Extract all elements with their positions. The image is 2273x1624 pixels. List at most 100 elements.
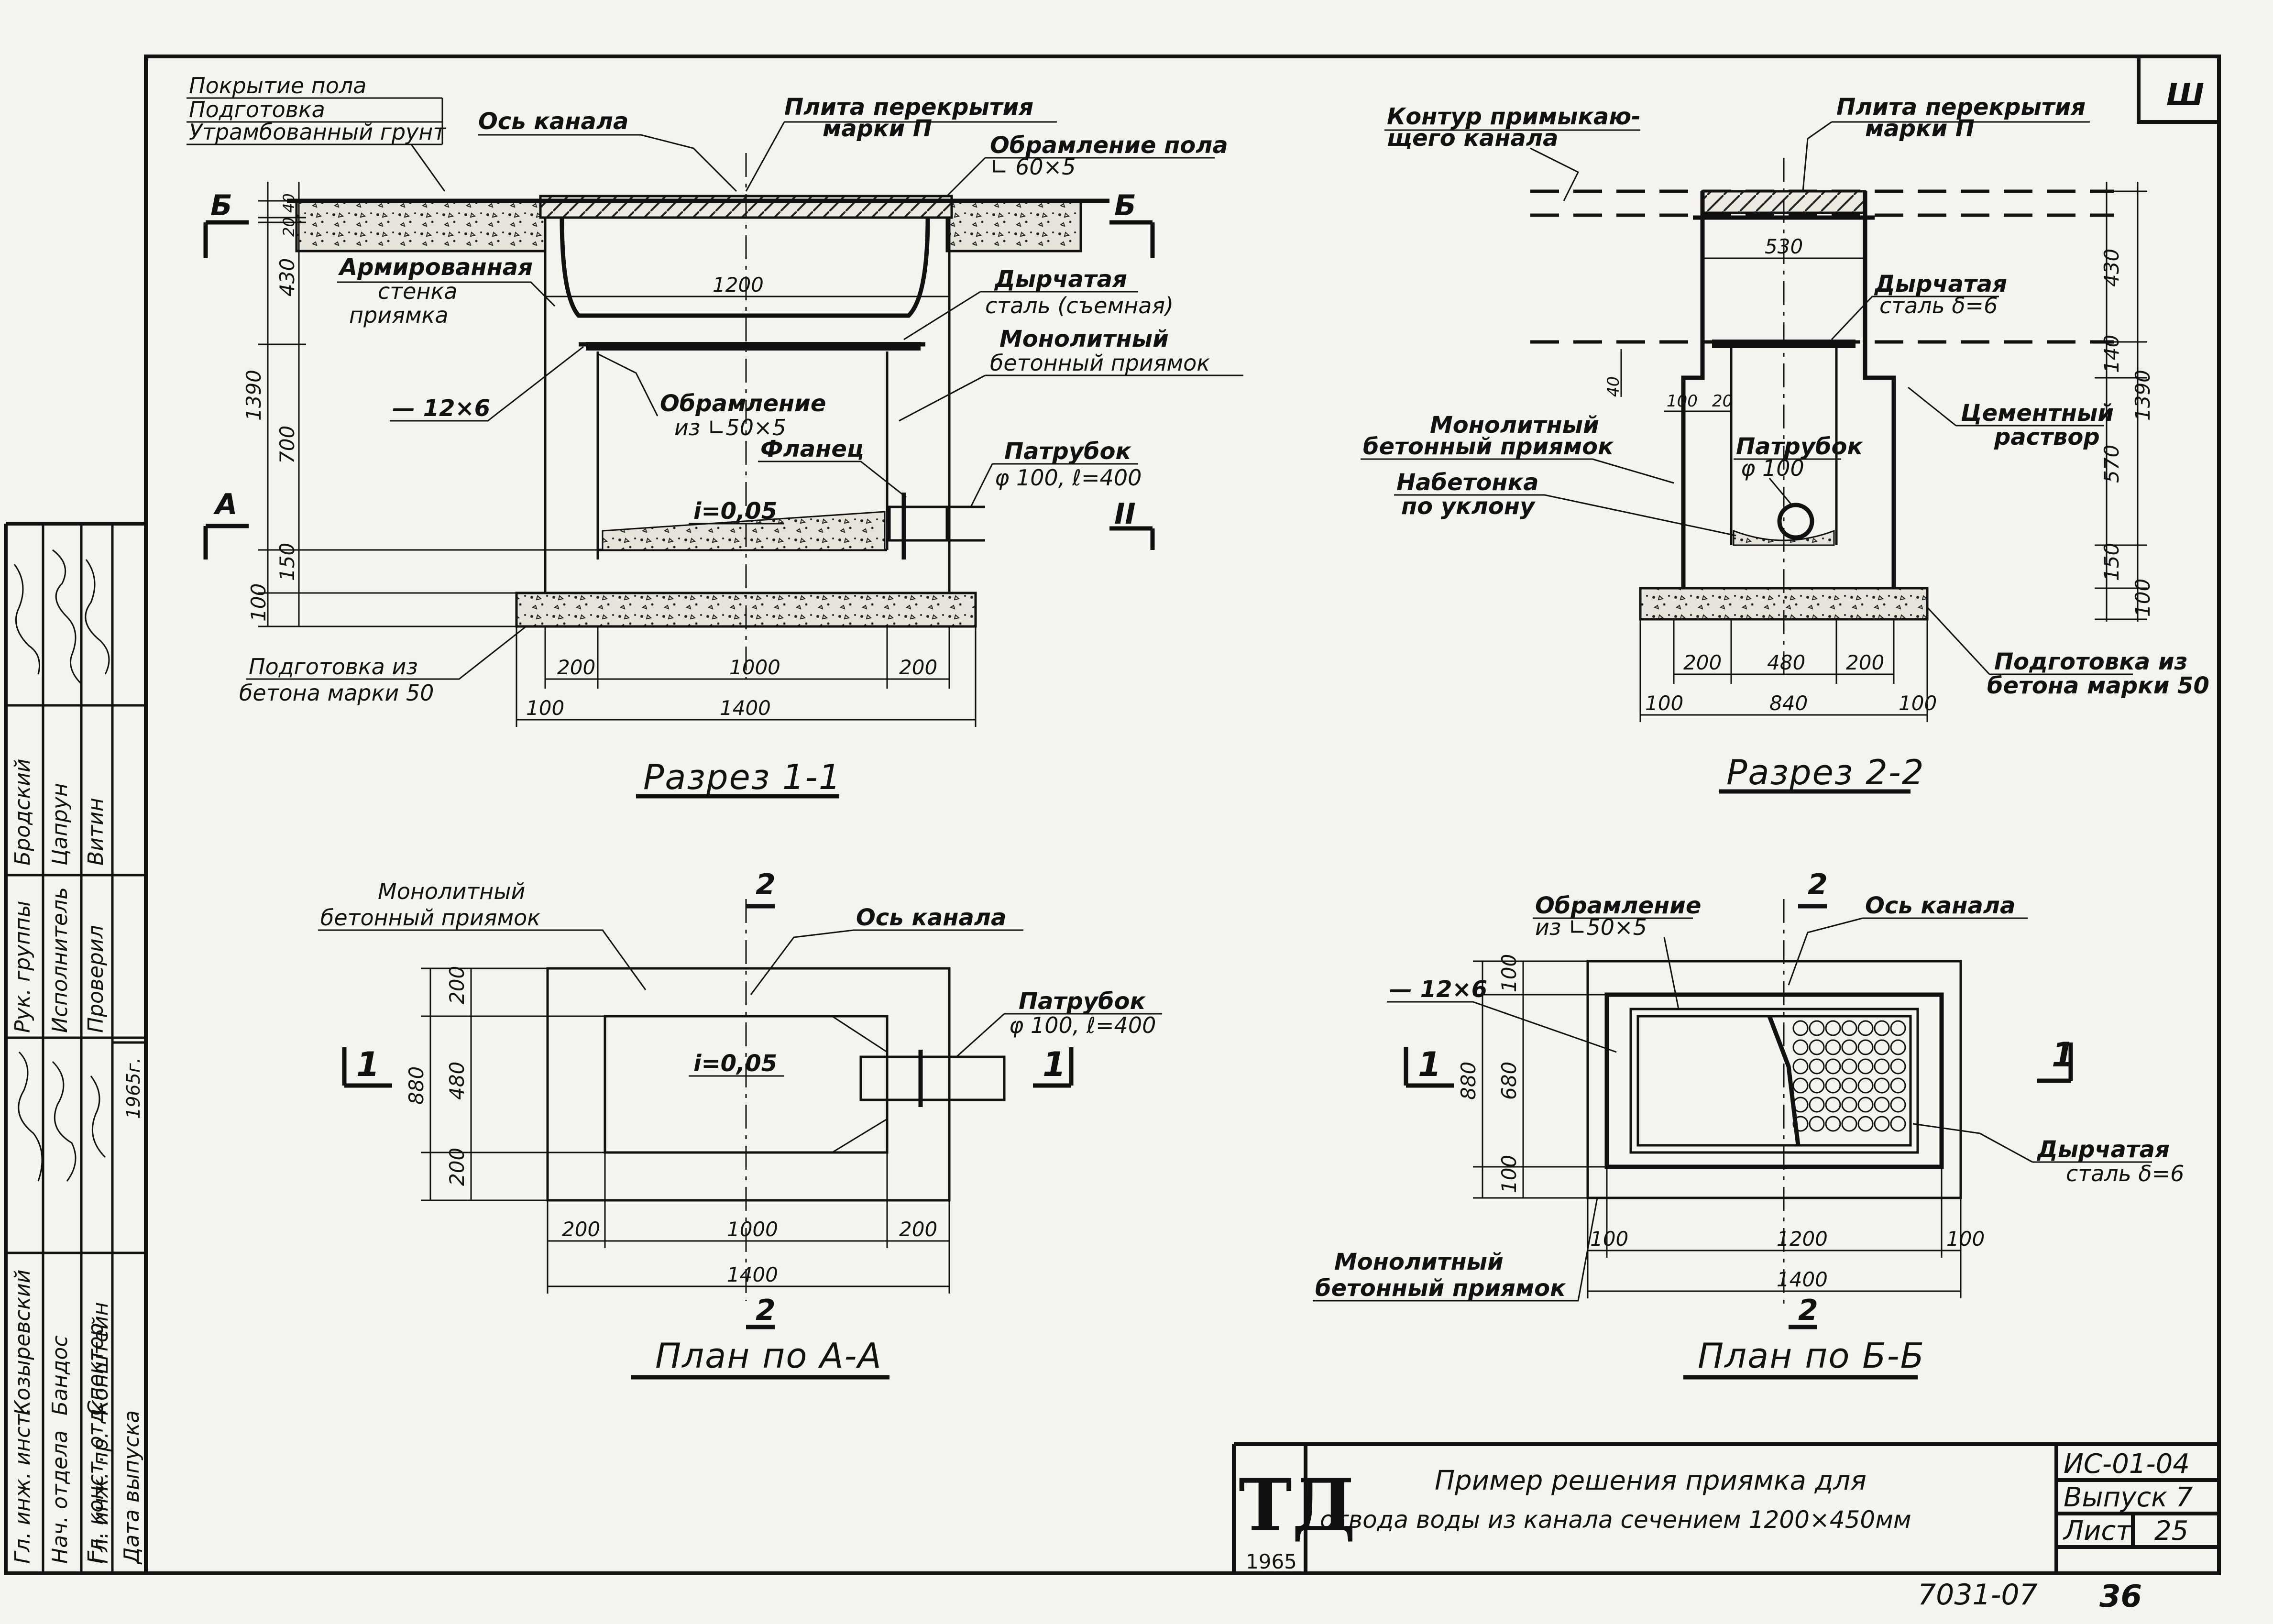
dim-2-h-840: 840 [1769,691,1808,715]
pipe-2-section [1777,503,1814,540]
title-line-1: Пример решения приямка для [1435,1465,1867,1496]
plan-a-cut-bottom: 2 [756,1294,776,1327]
stamp-role: Гл. инж. пр. [88,1432,113,1564]
stamp-name: Спектор [84,1323,108,1416]
dim-b-v-880: 880 [1457,1062,1480,1100]
dim-1-h-100: 100 [526,696,564,720]
note-contour-1: Контур примыкаю- [1387,103,1641,130]
perforation-hole [1792,1116,1809,1132]
plan-a-pipe [859,1055,1006,1101]
plan-a-title: План по А-А [655,1336,882,1376]
dim-a-v-880: 880 [405,1066,428,1105]
dim-a-v-200-top: 200 [445,966,469,1004]
dim-2-v-150: 150 [2100,543,2123,581]
plan-b-b: Обрамление из ∟50×5 Ось канала — 12×6 Ды… [1313,868,2184,1380]
note-edge-1: Обрамление пола [990,132,1228,159]
stamp-name: Бродский [11,759,35,866]
section-1-1: Покрытие пола Подготовка Утрамбованный г… [187,73,1243,799]
note-wall-1: Армированная [338,254,533,281]
perforation-hole [1857,1116,1874,1132]
dim-2-h-100-top: 100 [1667,392,1698,411]
perforation-hole [1841,1097,1857,1113]
perforation-hole [1890,1020,1906,1036]
perforation-hole [1857,1058,1874,1075]
note-strip-1: — 12×6 [392,395,490,422]
title-sheet-number: 25 [2154,1515,2188,1547]
note-floor-soil: Утрамбованный грунт [189,119,446,145]
note-flange: Фланец [760,436,864,462]
note-frame-2: из ∟50×5 [674,415,786,440]
section-1-title: Разрез 1-1 [643,757,842,797]
floor-left [295,199,547,252]
note-slope-3: i=0,05 [693,1050,777,1077]
stamp-name: Витин [84,798,108,866]
note-pipe2-1: Патрубок [1736,433,1864,460]
perforation-hole [1825,1039,1841,1055]
dim-1-h-200-left: 200 [557,656,595,679]
perforation-hole [1874,1020,1890,1036]
title-issue: Выпуск 7 [2064,1482,2193,1513]
perforation-hole [1890,1097,1906,1113]
plan-b-cut-bottom: 2 [1798,1294,1818,1327]
note-mono3-2: бетонный приямок [320,905,540,931]
perforation-hole [1874,1116,1890,1132]
dim-2-v-100: 100 [2131,579,2154,617]
note-pipe-2: φ 100, ℓ=400 [995,465,1142,491]
note-frame-1: Обрамление [660,390,826,417]
note-perf2-1: Дырчатая [1874,271,2007,297]
dim-b-h-1400: 1400 [1777,1268,1828,1291]
note-slab-2: марки П [823,115,932,142]
note-strip-4: — 12×6 [1389,976,1487,1003]
perforation-hole [1857,1039,1874,1055]
dim-1-v-40: 40 [280,193,298,213]
perforation-hole [1874,1039,1890,1055]
note-axis-4: Ось канала [1865,892,2015,919]
perforation-hole [1809,1077,1825,1094]
perforation-hole [1825,1058,1841,1075]
note-mono4-2: бетонный приямок [1315,1275,1566,1302]
note-wall-3: приямка [349,302,449,328]
cut-mark-ii: II [1114,497,1136,531]
stamp-name: Копштейн [88,1302,113,1416]
stamp-role: Проверил [84,925,108,1033]
note-slope-1: i=0,05 [693,498,777,525]
perforation-hole [1841,1077,1857,1094]
perforation-hole [1874,1077,1890,1094]
note-pipe3-1: Патрубок [1019,988,1146,1015]
perforation-hole [1890,1039,1906,1055]
note-contour-2: щего канала [1387,125,1558,152]
note-mono-2: бетонный приямок [990,350,1210,376]
floor-layer-legend: Покрытие пола Подготовка Утрамбованный г… [187,73,1228,197]
dim-2-h-480: 480 [1767,651,1805,674]
dim-1-v-100: 100 [247,583,270,622]
perforation-hole [1809,1058,1825,1075]
dim-1-v-150: 150 [275,543,299,581]
dim-a-h-1000: 1000 [727,1218,778,1241]
sheet-frame: Ш [144,55,2221,1575]
plan-b-inner-edge [1636,1015,1912,1147]
plan-b-frame [1604,992,1944,1169]
sheet-corner-code: Ш [2166,77,2204,113]
perforation-hole [1825,1077,1841,1094]
note-slab2-2: марки П [1865,115,1975,142]
dim-b-h-1200: 1200 [1777,1227,1828,1251]
perforation-hole [1792,1039,1809,1055]
note-slab2-1: Плита перекрытия [1836,94,2086,121]
plan-b-opening [1629,1008,1919,1154]
perforation-hole [1792,1077,1809,1094]
perforation-hole [1825,1116,1841,1132]
plan-b-title: План по Б-Б [1698,1336,1925,1376]
perforation-hole [1857,1097,1874,1113]
plan-a-cut-right: 1 [1043,1045,1066,1084]
dim-a-h-200-right: 200 [899,1218,937,1241]
note-perf4-1: Дырчатая [2036,1136,2170,1163]
dim-2-v-140: 140 [2100,335,2123,373]
title-logo: ТД [1239,1463,1356,1547]
dim-2-h-100-right: 100 [1899,691,1937,715]
perforation-hole [1857,1077,1874,1094]
note-axis-1: Ось канала [478,108,628,135]
dim-2-h-200-right: 200 [1846,651,1884,674]
dim-1-h-1400: 1400 [720,696,771,720]
